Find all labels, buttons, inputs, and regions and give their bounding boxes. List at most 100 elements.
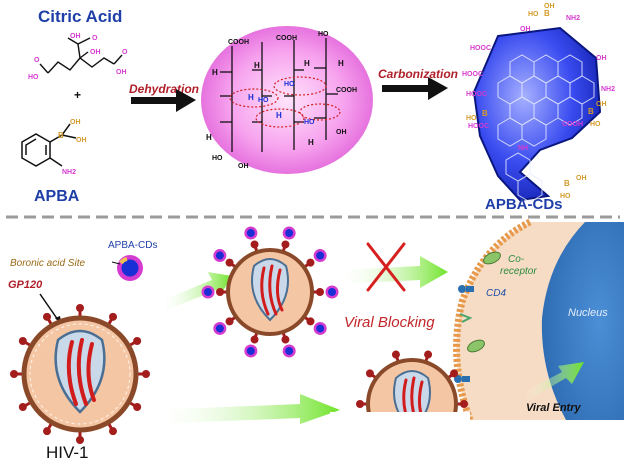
bound-apba-cd-core bbox=[285, 346, 294, 355]
bound-apba-cd-core bbox=[285, 229, 294, 238]
gp120-spike-head bbox=[43, 312, 51, 321]
carbonization-arrow bbox=[382, 77, 448, 100]
gp120-label: GP120 bbox=[8, 279, 43, 291]
bound-apba-cd-core bbox=[316, 324, 325, 333]
cd-oh-right: OH bbox=[596, 101, 607, 108]
cd-nh2-2: NH2 bbox=[601, 86, 615, 93]
cell-membrane bbox=[453, 218, 532, 422]
gp120-spike-head bbox=[225, 317, 234, 326]
int-oh-1: OH bbox=[238, 163, 249, 170]
hiv-virus-blocked bbox=[201, 226, 339, 358]
lower-mask bbox=[330, 412, 470, 466]
boronic-site-pointer bbox=[111, 261, 121, 265]
gp120-spike-head bbox=[142, 370, 150, 378]
bound-apba-cd-core bbox=[328, 288, 336, 296]
citric-oh-mid: OH bbox=[90, 49, 101, 56]
apba-label: APBA bbox=[34, 188, 80, 205]
int-ho-blue-1: HO bbox=[258, 97, 269, 104]
apba-boron: B bbox=[58, 131, 64, 140]
green-arrow-to-cell bbox=[150, 394, 340, 424]
gp120-spike-head bbox=[10, 370, 18, 378]
cd-nh2-1: NH2 bbox=[566, 15, 580, 22]
citric-o-right: O bbox=[122, 49, 128, 56]
apba-oh-upper: OH bbox=[70, 119, 81, 126]
bound-apba-cd-core bbox=[246, 229, 255, 238]
int-cooh-1: COOH bbox=[228, 39, 249, 46]
cd-boron-top: B bbox=[544, 9, 550, 18]
coreceptor-label-1: Co- bbox=[508, 254, 525, 265]
gp120-spike-head bbox=[460, 400, 468, 408]
gp120-spike-head bbox=[365, 369, 374, 378]
int-h-3: H bbox=[304, 59, 310, 68]
intermediate-blob bbox=[201, 26, 373, 174]
gp120-spike-head bbox=[316, 288, 324, 296]
cd-boron-bottom: B bbox=[564, 179, 570, 188]
green-arrow-blocked bbox=[338, 256, 448, 288]
cd-oh-top: OH bbox=[544, 3, 555, 10]
cd-cooh-1: COOH bbox=[562, 121, 583, 128]
int-ho-2: HO bbox=[212, 155, 223, 162]
cd-boron-left: B bbox=[482, 109, 488, 118]
int-h-blue-2: H bbox=[276, 111, 282, 120]
int-cooh-3: COOH bbox=[336, 87, 357, 94]
cd-nh-1: NH bbox=[518, 145, 528, 152]
int-h-5: H bbox=[206, 133, 212, 142]
gp120-spike-head bbox=[306, 317, 315, 326]
bound-apba-cd-core bbox=[246, 346, 255, 355]
cd-oh-2: OH bbox=[596, 55, 607, 62]
int-h-2: H bbox=[254, 61, 260, 70]
receptor-stalk bbox=[459, 313, 473, 323]
gp120-spike-head bbox=[18, 403, 27, 411]
nucleus-label: Nucleus bbox=[568, 307, 608, 319]
int-ho-blue-3: HO bbox=[304, 119, 315, 126]
gp120-spike-head bbox=[250, 240, 259, 249]
gp120-spike-head bbox=[281, 240, 290, 249]
int-ho-1: HO bbox=[318, 31, 329, 38]
cd-boron-right: B bbox=[588, 107, 594, 116]
gp120-spike-head bbox=[424, 350, 433, 359]
apba-structure bbox=[21, 123, 77, 167]
viral-entry-label: Viral Entry bbox=[526, 402, 581, 414]
carbonization-label: Carbonization bbox=[378, 67, 458, 81]
bound-apba-cd-core bbox=[215, 251, 224, 260]
int-ho-blue-2: HO bbox=[284, 81, 295, 88]
gp120-spike-head bbox=[18, 337, 27, 345]
gp120-spike-head bbox=[450, 369, 459, 378]
gp120-spike-head bbox=[225, 258, 234, 267]
bound-apba-cd-core bbox=[316, 251, 325, 260]
int-h-6: H bbox=[308, 138, 314, 147]
coreceptor-top bbox=[483, 251, 501, 265]
citric-acid-label: Citric Acid bbox=[38, 7, 122, 26]
int-oh-2: OH bbox=[336, 129, 347, 136]
cd-ho-right: HO bbox=[590, 121, 601, 128]
cd-hooc-3: HOOC bbox=[466, 91, 487, 98]
gp120-spike-head bbox=[306, 258, 315, 267]
citric-oh-top: OH bbox=[70, 33, 81, 40]
block-cross-icon bbox=[366, 242, 406, 292]
gp120-spike-head bbox=[133, 337, 142, 345]
int-h-1: H bbox=[212, 68, 218, 77]
boronic-site-label: Boronic acid Site bbox=[10, 258, 85, 269]
coreceptor-label-2: receptor bbox=[500, 266, 537, 277]
citric-ho-left: HO bbox=[28, 74, 39, 81]
gp120-spike-head bbox=[133, 403, 142, 411]
green-arrow-to-blocked-virus bbox=[158, 272, 232, 312]
citric-oh-right: OH bbox=[116, 69, 127, 76]
gp120-spike-head bbox=[109, 312, 117, 321]
plus-sign: + bbox=[74, 88, 81, 102]
gp120-spike-head bbox=[250, 335, 259, 344]
gp120-pointer bbox=[39, 293, 59, 321]
cd4-label: CD4 bbox=[486, 288, 506, 299]
viral-blocking-label: Viral Blocking bbox=[344, 314, 435, 331]
gp120-spike-head bbox=[43, 427, 51, 436]
gp120-spike-head bbox=[281, 335, 290, 344]
gp120-spike-head bbox=[109, 427, 117, 436]
green-arrow-viral-entry bbox=[524, 362, 584, 400]
cd4-receptor-top bbox=[458, 285, 474, 293]
gp120-spike-head bbox=[356, 400, 364, 408]
hiv-virus-main bbox=[10, 304, 150, 444]
cd4-receptor-bottom bbox=[454, 375, 470, 383]
apba-nh2: NH2 bbox=[62, 169, 76, 176]
